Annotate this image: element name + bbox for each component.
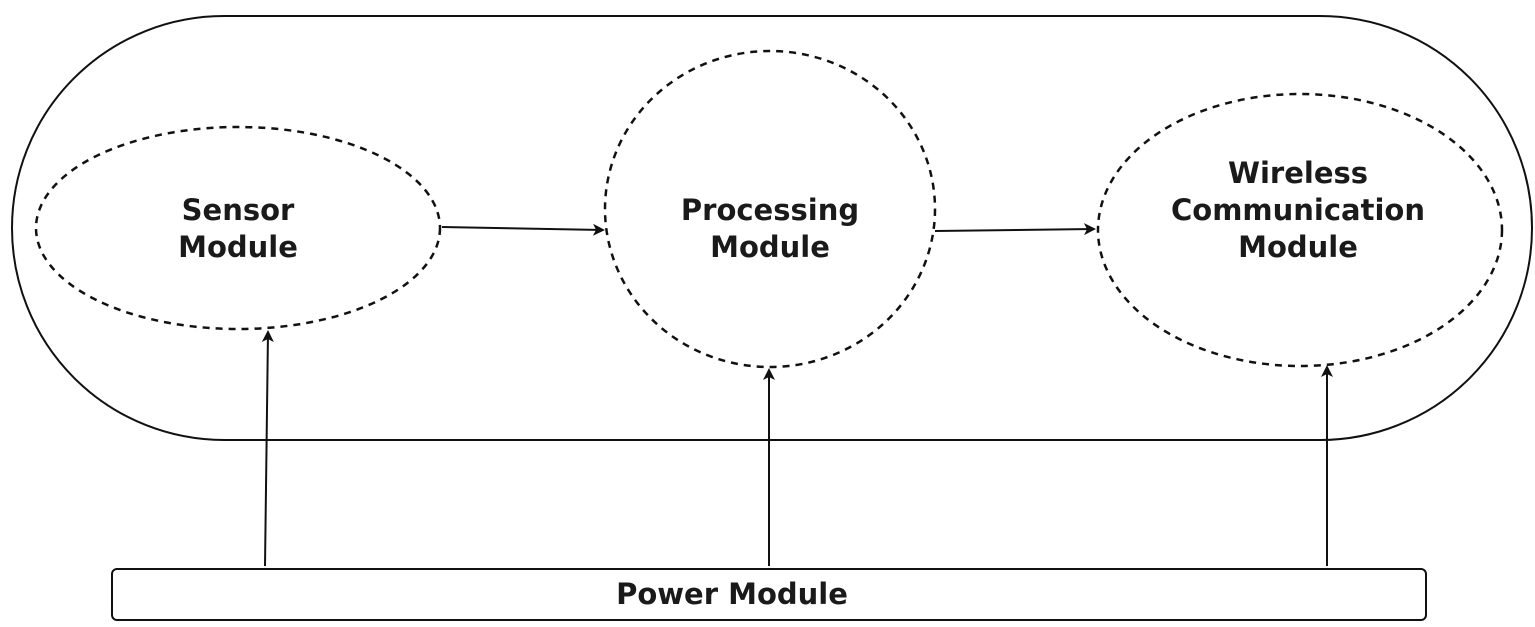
sensor-module-label-line2: Module <box>178 230 298 264</box>
wireless-communication-module-label-line2: Communication <box>1171 193 1425 227</box>
processing-module-label-line2: Module <box>710 230 830 264</box>
processing-module-label-line1: Processing <box>681 193 859 227</box>
power-module-label: Power Module <box>616 577 848 611</box>
sensor-module-node: Sensor Module <box>34 125 442 331</box>
sensor-module-shape <box>34 125 442 331</box>
sensor-module-label-line1: Sensor <box>182 193 295 227</box>
wireless-communication-module-shape <box>1096 92 1504 368</box>
processing-module-node: Processing Module <box>603 49 937 369</box>
power-module-shape <box>111 568 1427 621</box>
wireless-communication-module-label-line3: Module <box>1238 230 1358 264</box>
node-enclosure <box>11 15 1533 441</box>
power-module-node: Power Module <box>111 568 1427 621</box>
wireless-communication-module-label-line1: Wireless <box>1228 156 1368 190</box>
edge-processing-to-wireless <box>934 223 1096 236</box>
wireless-communication-module-node: Wireless Communication Module <box>1096 92 1504 368</box>
edge-power-to-sensor <box>261 330 274 567</box>
processing-module-shape <box>603 49 937 369</box>
edge-sensor-to-processing <box>441 223 605 236</box>
